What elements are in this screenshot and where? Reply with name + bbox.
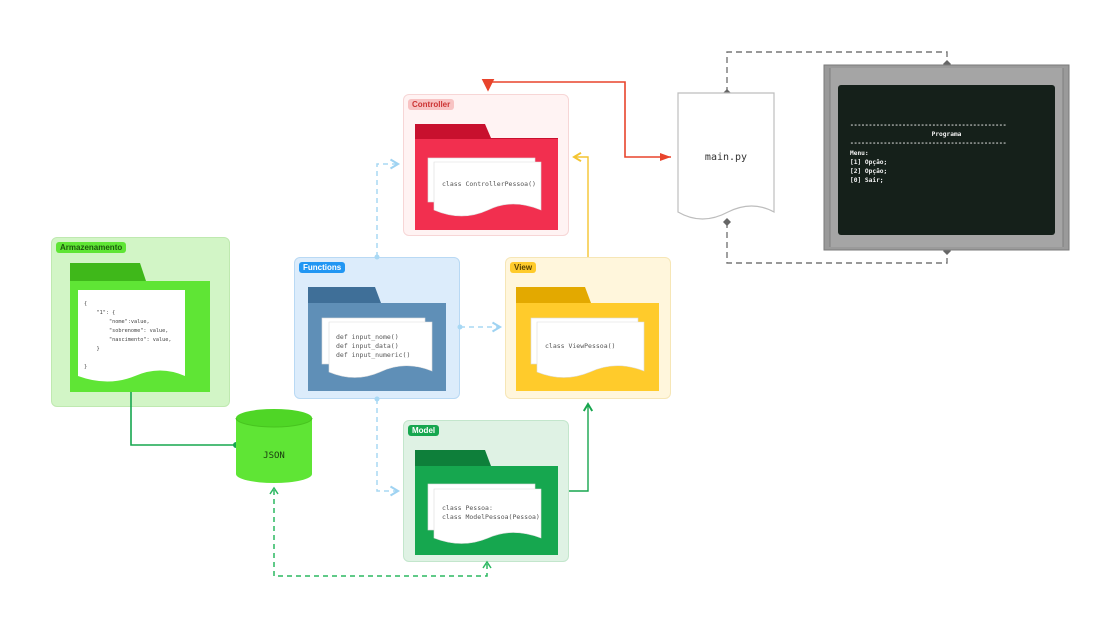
functions-label: Functions: [299, 262, 346, 273]
model-label: Model: [408, 425, 440, 436]
json-line: {: [84, 301, 87, 307]
main-file-label: main.py: [705, 152, 747, 163]
json-sample-text: { "1": { "nome":value, "sobrenome": valu…: [84, 301, 171, 370]
json-line: "nascimento": value,: [84, 337, 171, 343]
functions-line: def input_nome(): [336, 333, 399, 341]
json-line: "nome":value,: [84, 319, 150, 325]
armazenamento-folder-icon: [70, 263, 210, 392]
model-line: class Pessoa:: [442, 504, 493, 512]
controller-label: Controller: [408, 99, 455, 110]
model-line: class ModelPessoa(Pessoa): [442, 513, 540, 521]
terminal-screen: ----------------------------------------…: [838, 85, 1055, 235]
terminal-menu: Menu:: [850, 149, 869, 157]
armazenamento-to-json-connector: [130, 381, 236, 446]
functions-folder-icon: [308, 287, 446, 391]
functions-to-controller-connector: [376, 158, 401, 257]
view-label: View: [510, 262, 537, 273]
armazenamento-label: Armazenamento: [56, 242, 127, 253]
view-to-controller-connector: [572, 151, 589, 257]
main-file-icon: [677, 92, 775, 220]
json-line: }: [84, 364, 87, 370]
json-line: "1": {: [84, 310, 115, 316]
main-to-controller-connector: [481, 78, 671, 158]
terminal-option: [0] Sair;: [850, 177, 884, 185]
main-to-terminal-bottom-connector: [726, 222, 948, 264]
terminal-rule: ----------------------------------------…: [850, 140, 1007, 148]
view-file-text: class ViewPessoa(): [545, 342, 615, 350]
functions-to-model-connector: [376, 399, 401, 497]
controller-folder-icon: [415, 124, 558, 230]
json-db-label: JSON: [263, 451, 285, 461]
model-to-view-connector: [569, 402, 594, 492]
terminal-option: [1] Opção;: [850, 158, 888, 166]
terminal-title: Programa: [931, 131, 962, 139]
terminal-option: [2] Opção;: [850, 168, 888, 176]
json-to-model-connector: [273, 490, 488, 577]
controller-file-text: class ControllerPessoa(): [442, 180, 536, 188]
json-database-icon: [235, 409, 313, 483]
view-folder-icon: [516, 287, 659, 391]
terminal-rule: ----------------------------------------…: [850, 122, 1007, 129]
json-line: }: [84, 346, 100, 352]
json-line: "sobrenome": value,: [84, 328, 168, 334]
functions-line: def input_numeric(): [336, 351, 410, 359]
main-to-terminal-top-connector: [726, 51, 948, 93]
model-folder-icon: [415, 450, 558, 555]
functions-line: def input_data(): [336, 342, 399, 350]
